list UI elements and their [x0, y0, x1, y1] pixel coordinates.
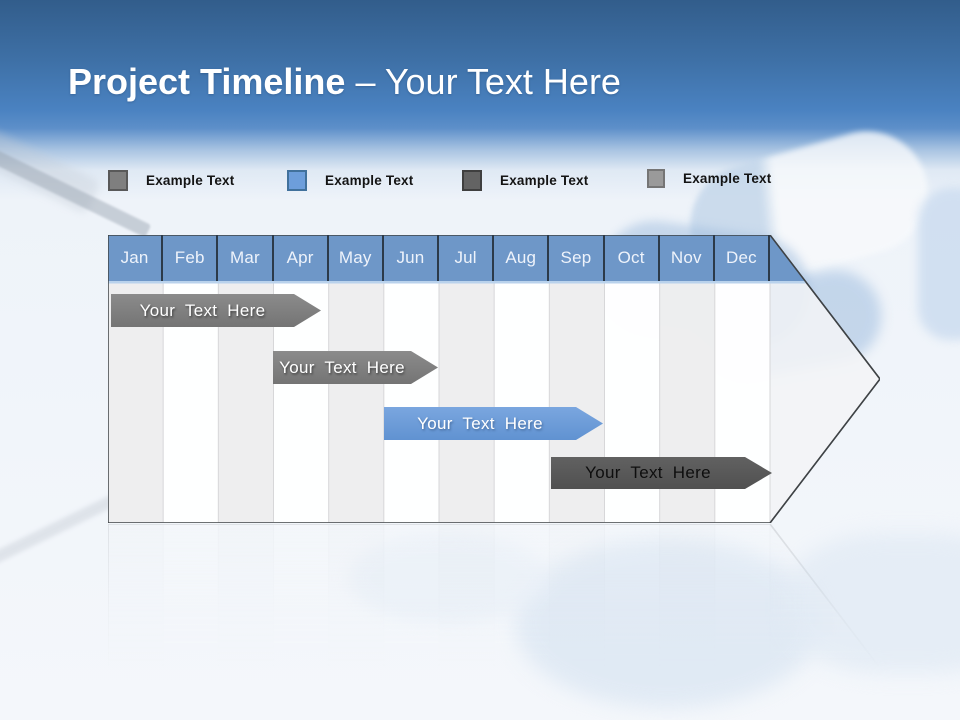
background-pencil [0, 148, 152, 238]
legend-label: Example Text [683, 171, 772, 186]
background-reflection-blob [788, 533, 960, 673]
timeline-reflection-graphic [108, 524, 880, 720]
legend-item: Example Text [462, 169, 588, 192]
title-subtitle: – Your Text Here [345, 61, 621, 102]
month-cell-jun: Jun [384, 235, 440, 281]
legend-item: Example Text [287, 169, 413, 192]
page-title: Project Timeline – Your Text Here [68, 58, 928, 106]
timeline-bar-label: Your Text Here [279, 357, 405, 377]
legend-swatch-lightgray [647, 169, 665, 188]
month-cell-oct: Oct [605, 235, 660, 281]
month-cell-aug: Aug [494, 235, 550, 281]
legend-label: Example Text [146, 173, 235, 188]
month-cell-jan: Jan [108, 235, 164, 281]
month-cell-dec: Dec [715, 235, 771, 281]
timeline-bar-label: Your Text Here [585, 463, 711, 482]
legend-item: Example Text [647, 167, 771, 190]
month-cell-feb: Feb [163, 235, 219, 281]
timeline-bar-label: Your Text Here [417, 413, 543, 433]
background-capsule-edge [918, 188, 960, 340]
legend-swatch-blue [287, 170, 307, 191]
legend-item: Example Text [108, 169, 234, 192]
timeline-arrow: Jan Feb Mar Apr May Jun Jul Aug Sep Oct … [108, 235, 880, 523]
timeline-reflection [108, 524, 880, 714]
legend-label: Example Text [500, 173, 589, 188]
timeline-bar-3: Your Text Here [384, 407, 603, 440]
month-cell-sep: Sep [549, 235, 605, 281]
month-cell-mar: Mar [218, 235, 274, 281]
background-reflection-blob [348, 533, 548, 623]
background-reflection-blob [515, 538, 820, 708]
month-cell-may: May [329, 235, 384, 281]
timeline-bar-label: Your Text Here [139, 300, 266, 320]
month-cell-nov: Nov [660, 235, 715, 281]
background-pencil-highlight [0, 125, 102, 215]
month-header-row: Jan Feb Mar Apr May Jun Jul Aug Sep Oct … [108, 235, 771, 281]
timeline-bar-4: Your Text Here [551, 457, 772, 489]
legend-label: Example Text [325, 173, 414, 188]
month-cell-jul: Jul [439, 235, 495, 281]
month-cell-apr: Apr [274, 235, 329, 281]
title-main: Project Timeline [68, 61, 346, 102]
timeline-bar-1: Your Text Here [111, 294, 321, 327]
legend-swatch-gray [108, 170, 128, 191]
legend-swatch-darkgray [462, 170, 482, 191]
timeline-bar-2: Your Text Here [273, 351, 438, 384]
